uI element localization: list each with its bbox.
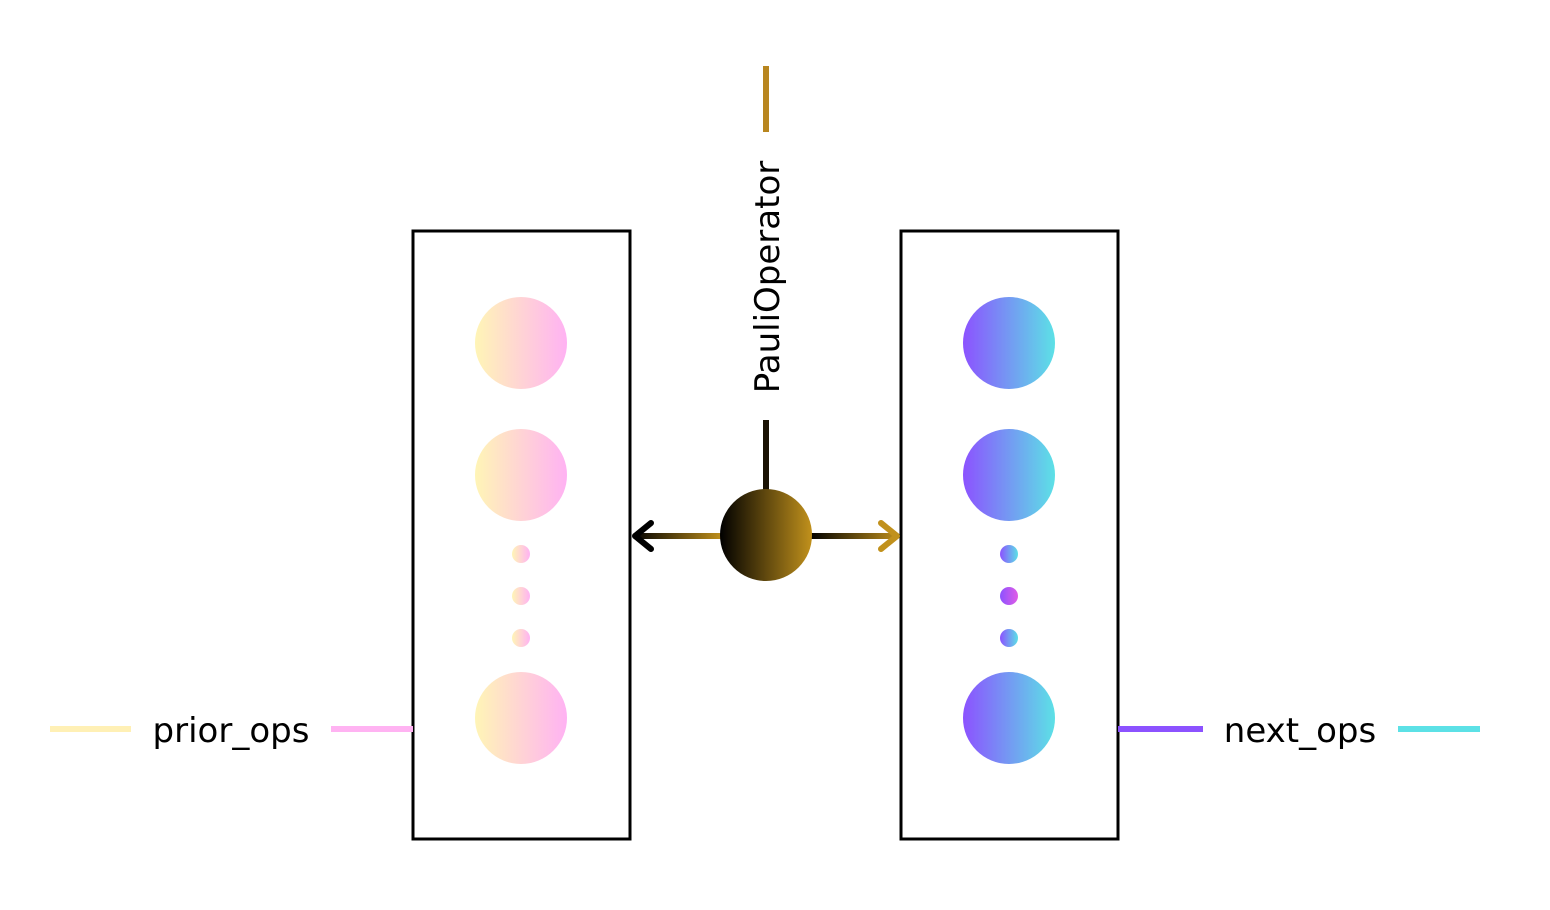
prior-ops-box (411, 229, 632, 841)
prior-op-circle (475, 672, 567, 764)
ellipsis-dot (512, 545, 530, 563)
ellipsis-dot (1000, 587, 1018, 605)
right-arrow (810, 520, 900, 552)
next-op-circle (963, 429, 1055, 521)
next-ops-label: next_ops (1224, 711, 1376, 751)
prior-op-circle (475, 297, 567, 389)
ellipsis-dot (512, 629, 530, 647)
pauli-operator-node (720, 489, 812, 581)
left-arrow (632, 520, 722, 552)
next-op-circle (963, 297, 1055, 389)
ellipsis-dot (512, 587, 530, 605)
pauli-operator-label: PauliOperator (748, 161, 788, 393)
ellipsis-dot (1000, 545, 1018, 563)
next-op-circle (963, 672, 1055, 764)
ellipsis-dot (1000, 629, 1018, 647)
prior-op-circle (475, 429, 567, 521)
next-ops-box (899, 229, 1120, 841)
prior-ops-label: prior_ops (153, 711, 310, 751)
